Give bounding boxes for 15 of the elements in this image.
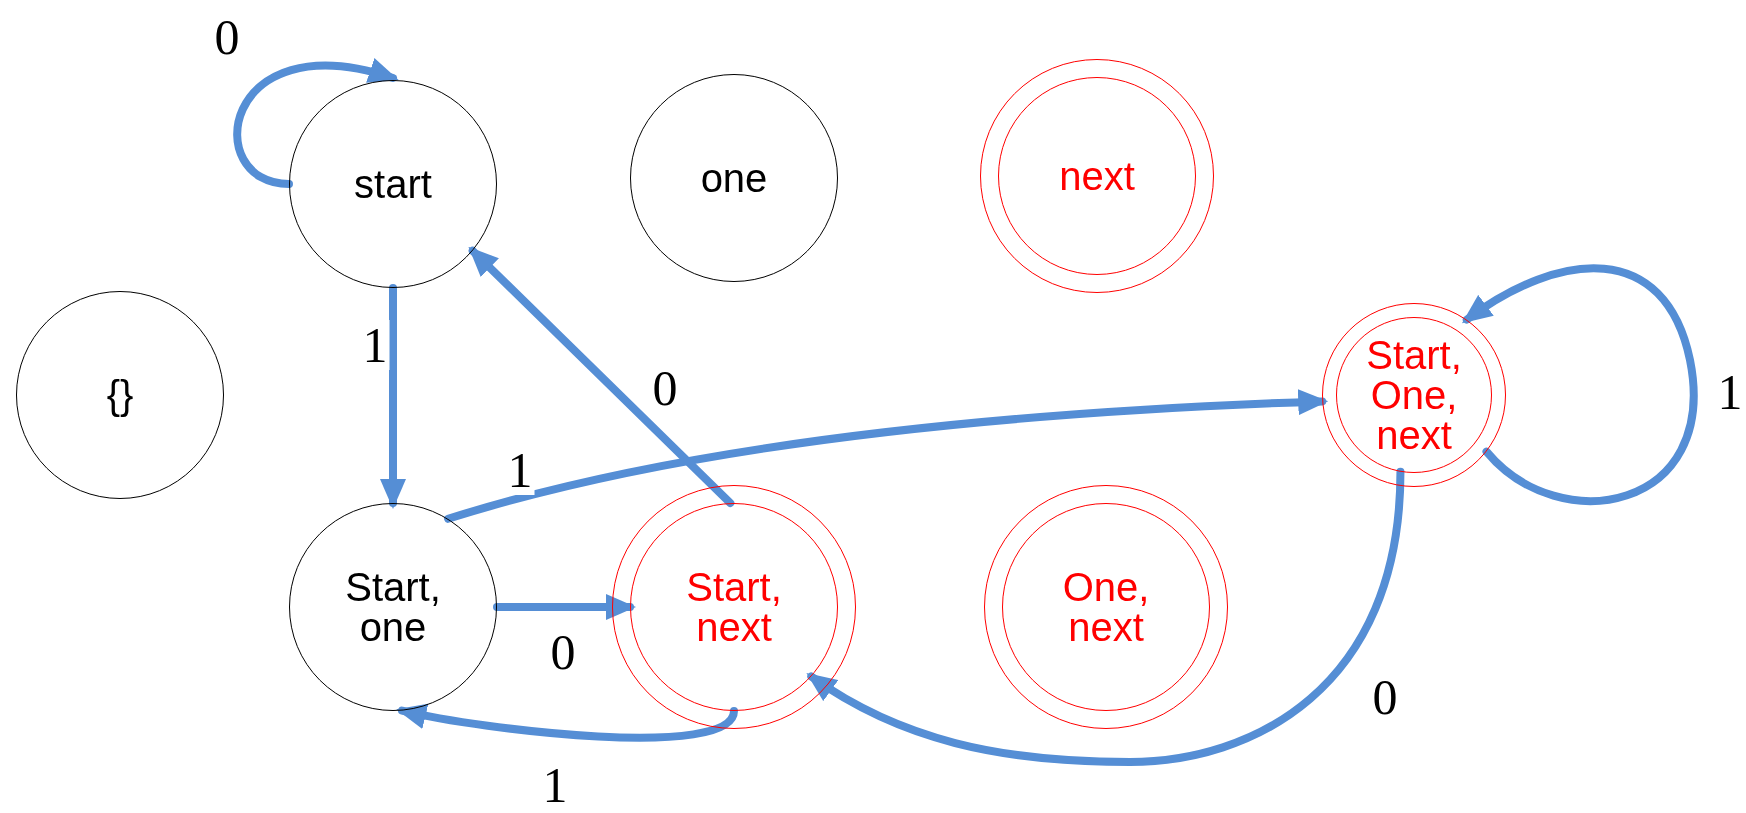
state-label: Start, One, next: [1365, 335, 1463, 455]
state-label: one: [700, 158, 768, 198]
state-label: Start, next: [685, 567, 783, 647]
state-label: Start, one: [344, 567, 442, 647]
state-label: next: [1059, 156, 1135, 196]
transition-arrow: [396, 702, 738, 742]
state-label: start: [354, 164, 432, 204]
transition-arrow: [1461, 264, 1698, 505]
transition-arrow: [493, 594, 636, 620]
transition-arrow: [806, 467, 1405, 766]
state-label: One, next: [1061, 567, 1151, 647]
transition-arrow: [444, 389, 1329, 523]
state-label: {}: [106, 375, 134, 415]
transition-arrow: [233, 59, 399, 188]
transition-arrow: [380, 284, 406, 509]
